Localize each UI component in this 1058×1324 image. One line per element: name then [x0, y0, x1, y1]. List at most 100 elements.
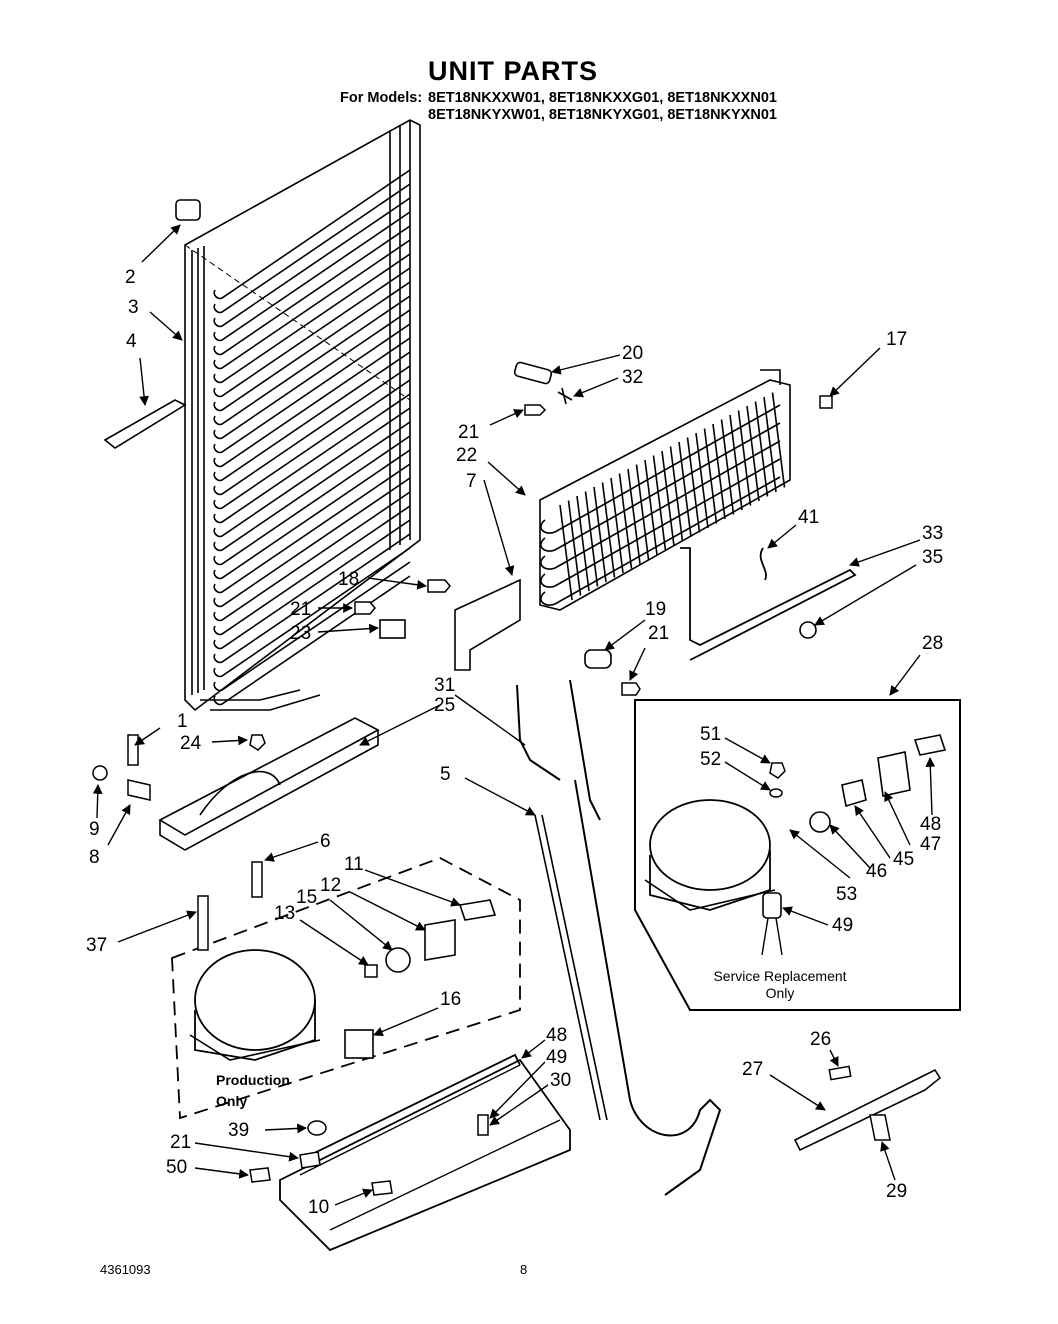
evaporator-fin [584, 491, 599, 587]
evaporator-fin [635, 464, 650, 560]
callout-23: 23 [290, 623, 312, 644]
condenser-tube-row [213, 449, 411, 580]
evaporator-tube-row [540, 440, 781, 570]
screw-part-21b [354, 601, 376, 615]
callout-3: 3 [128, 297, 139, 318]
screw-part-17 [819, 395, 833, 409]
condenser-tube-row [213, 309, 411, 440]
clip-part-8 [127, 779, 151, 801]
cover-part-46 [913, 734, 947, 756]
evaporator-fin [737, 410, 752, 506]
condenser-tube-row [213, 435, 411, 566]
tube-part-6 [251, 861, 263, 898]
service-replacement-note: Service Replacement Only [700, 968, 860, 1002]
condenser-tube-row [213, 225, 411, 356]
relay-part-45 [877, 751, 911, 797]
relay-part-12 [424, 919, 456, 961]
callout-21-b: 21 [290, 599, 312, 620]
condenser-tube-row [213, 337, 411, 468]
page-number: 8 [520, 1262, 528, 1277]
callout-26: 26 [810, 1029, 832, 1050]
callout-46: 48 [920, 814, 942, 835]
callout-37: 37 [86, 935, 108, 956]
callout-33: 33 [922, 523, 944, 544]
overload-part-43 [841, 779, 867, 808]
clip-part-13 [364, 964, 378, 978]
callout-21-d: 21 [170, 1132, 192, 1153]
bracket-part-7 [454, 578, 521, 671]
callout-22: 22 [456, 445, 478, 466]
evaporator-fin [567, 500, 582, 596]
callout-4: 4 [126, 331, 137, 352]
washer-part-52 [769, 788, 783, 798]
callout-1: 1 [177, 711, 188, 732]
cover-part-11 [458, 899, 497, 921]
evaporator-fin [729, 414, 743, 511]
production-note-line-2: Only [216, 1093, 248, 1109]
condenser-tube-row [213, 421, 411, 552]
callout-13: 13 [274, 903, 296, 924]
callout-5: 5 [440, 764, 451, 785]
evaporator-tube-row [540, 404, 781, 534]
models-prefix: For Models: [340, 90, 423, 106]
production-note-line-1: Production [216, 1072, 290, 1088]
screw-part-21a [524, 404, 547, 416]
condenser-tube-row [213, 463, 411, 594]
overload-part-15 [385, 947, 411, 973]
evaporator-fin [695, 432, 709, 529]
callout-6: 6 [320, 831, 331, 852]
callout-49: 49 [546, 1047, 568, 1068]
screw-part-30 [477, 1114, 489, 1136]
condenser-tube-row [213, 533, 411, 664]
callout-31: 31 [434, 675, 456, 696]
models-line-2: 8ET18NKYXW01, 8ET18NKYXG01, 8ET18NKYXN01 [428, 107, 777, 123]
leader-lines [92, 224, 936, 1206]
evaporator-fin [661, 450, 675, 547]
callout-16: 16 [440, 989, 462, 1010]
callout-11: 11 [344, 854, 364, 875]
callout-44: 46 [866, 861, 888, 882]
callout-17: 17 [886, 329, 908, 350]
callout-10: 10 [308, 1197, 330, 1218]
defrost-heater-part-33 [680, 547, 857, 661]
callout-2: 2 [125, 267, 136, 288]
evaporator-tube-row [540, 476, 781, 606]
callout-21-c: 21 [648, 623, 670, 644]
evaporator-fin [703, 428, 718, 524]
drier-part-27 [793, 1068, 942, 1152]
condenser-tube-row [213, 239, 411, 370]
evaporator-tube-row [540, 422, 781, 552]
condenser-tube-row [213, 407, 411, 538]
condenser-tube-row [213, 505, 411, 636]
compressor-service [649, 799, 771, 891]
tubing-part-48 [299, 1053, 521, 1161]
condenser-tube-row [213, 393, 411, 524]
condenser-tube-row [213, 519, 411, 650]
callout-52: 52 [700, 749, 722, 770]
callout-43: 45 [893, 849, 915, 870]
evaporator-fin [669, 446, 684, 542]
part-29 [869, 1114, 891, 1141]
screw-part-37 [197, 895, 209, 951]
base-plate [279, 1058, 571, 1252]
callout-32: 32 [622, 367, 644, 388]
clip-part-2 [175, 199, 201, 221]
bracket-part-4 [103, 399, 187, 449]
document-number: 4361093 [100, 1262, 151, 1277]
callout-25: 25 [434, 695, 456, 716]
callout-53: 53 [836, 884, 858, 905]
evaporator-fin [618, 473, 633, 569]
page-title: UNIT PARTS [428, 56, 598, 86]
condenser-tube-row [213, 211, 411, 342]
production-only-box [171, 857, 521, 1120]
callout-8: 8 [89, 847, 100, 868]
condenser-coil [184, 119, 421, 712]
models-line-1: 8ET18NKXXW01, 8ET18NKXXG01, 8ET18NKXXN01 [428, 90, 777, 106]
condenser-tube-row [213, 183, 411, 314]
condenser-tube-row [213, 295, 411, 426]
screw-part-18 [427, 579, 451, 593]
callout-50: 50 [166, 1157, 188, 1178]
screw-part-21c [621, 682, 641, 696]
evaporator-fin [644, 459, 658, 556]
